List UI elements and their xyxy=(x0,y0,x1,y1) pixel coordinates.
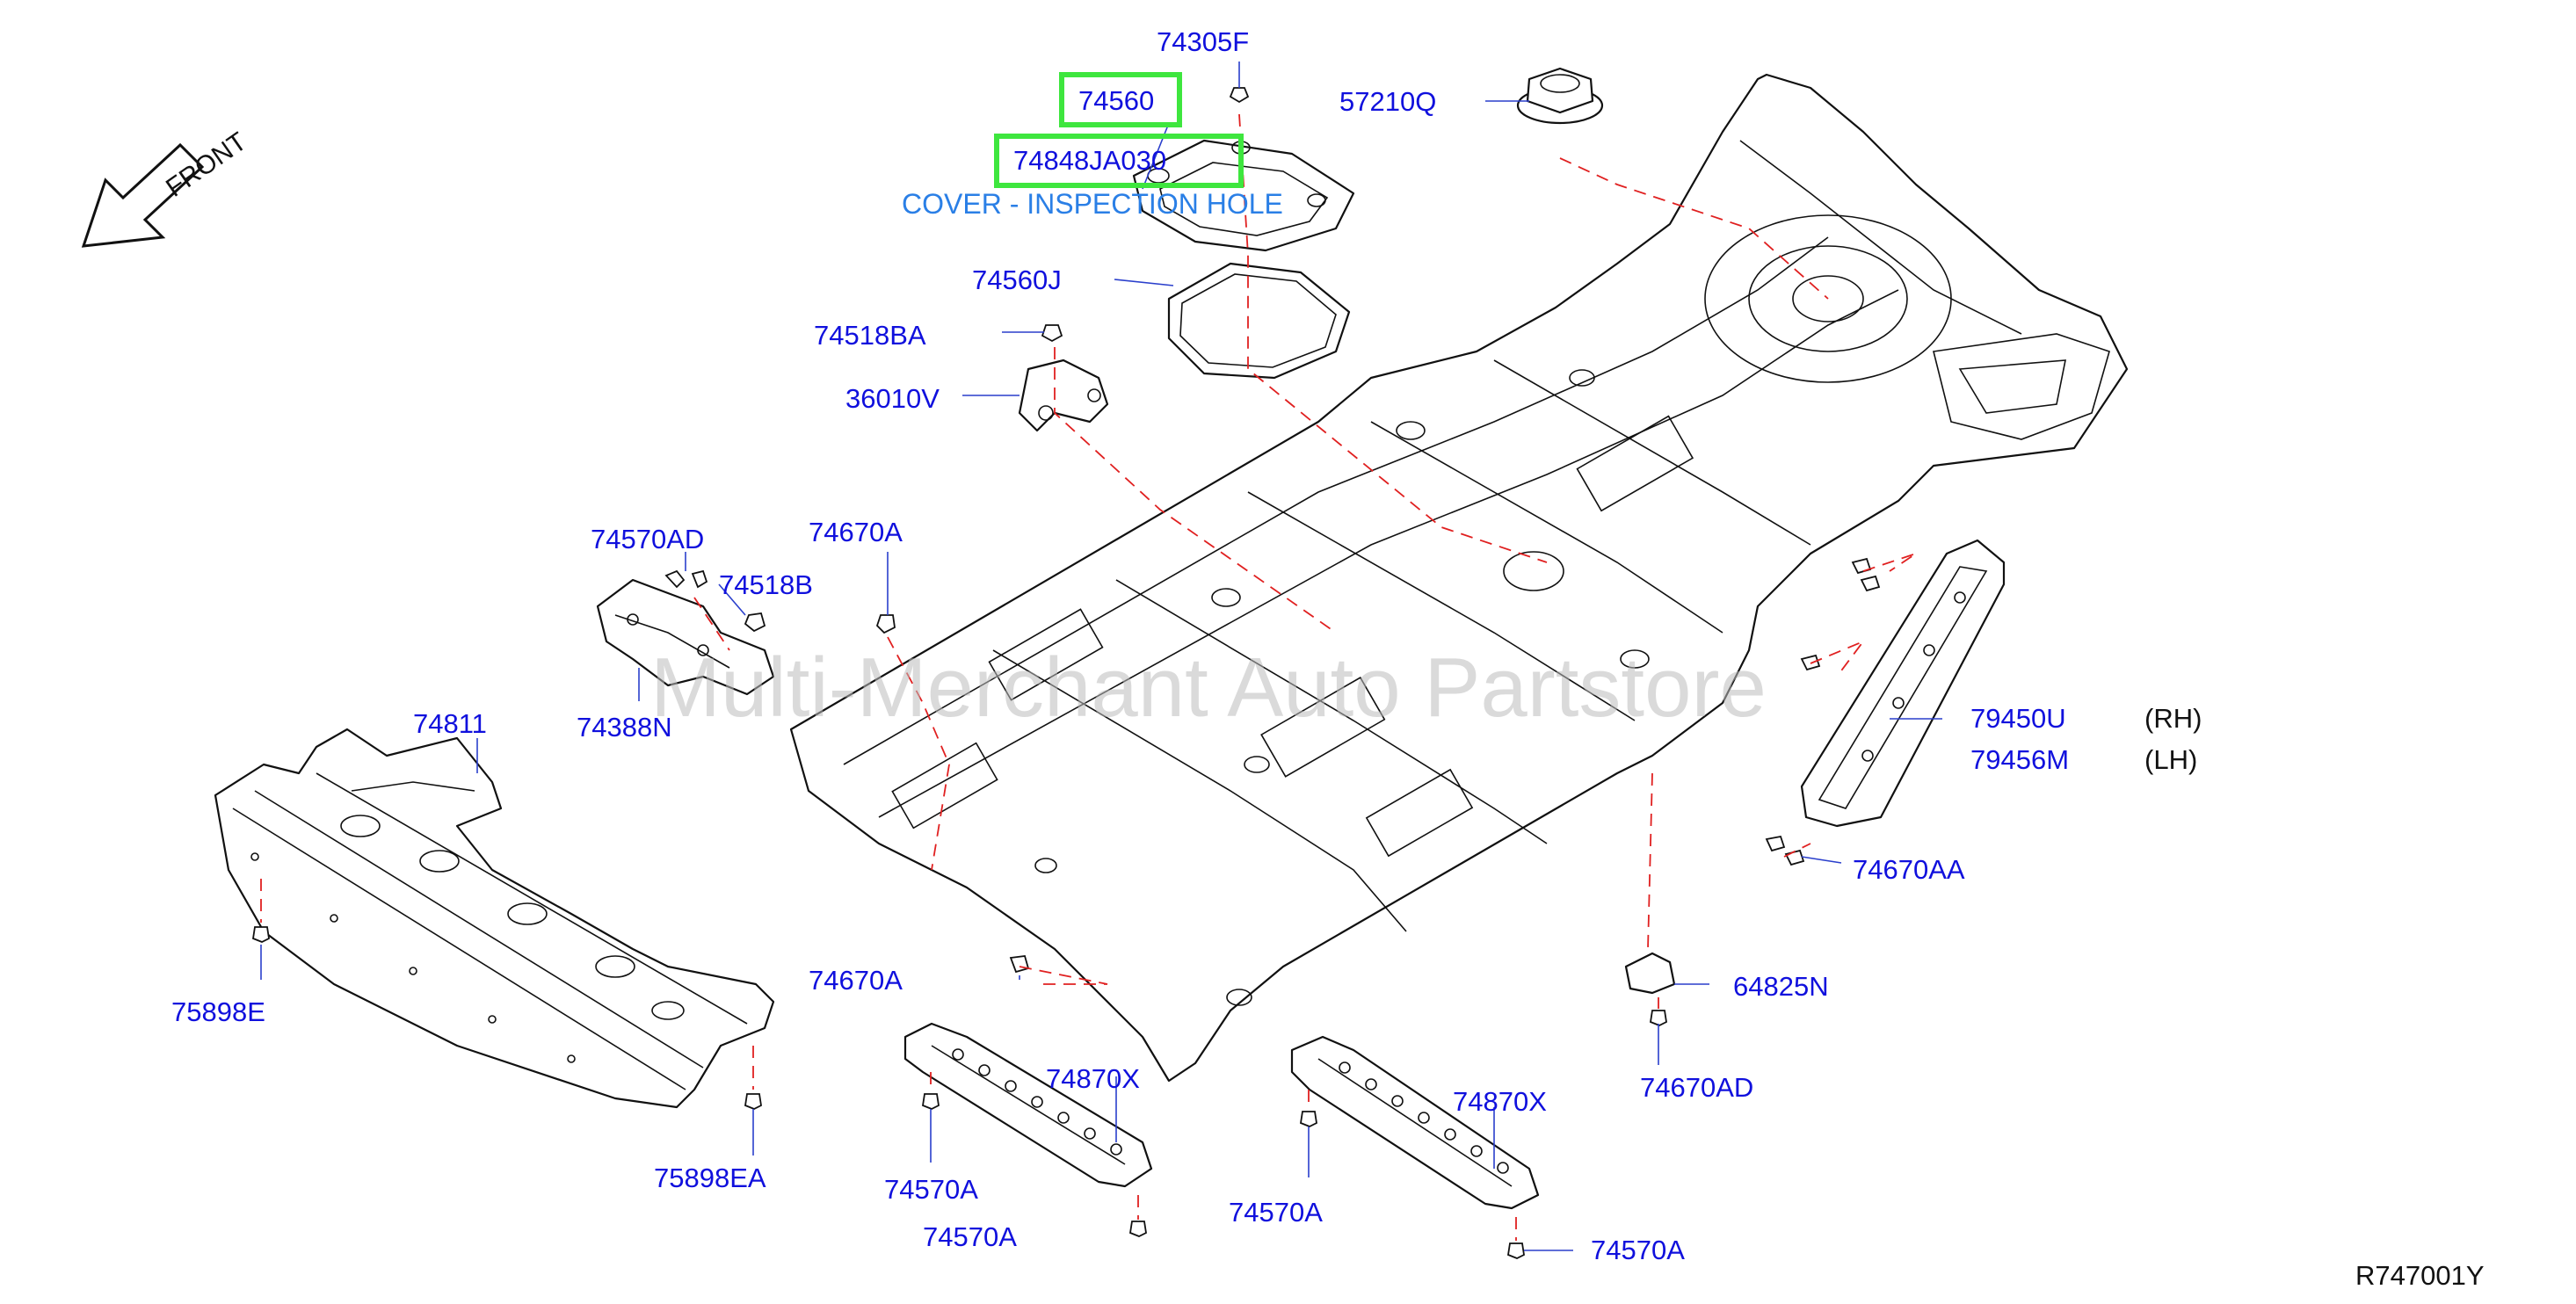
front-arrow-icon xyxy=(81,142,205,248)
label-79450U: 79450U xyxy=(1970,703,2066,734)
bracket-74388N xyxy=(596,578,775,696)
label-74570A-1: 74570A xyxy=(884,1174,978,1205)
label-74570AD: 74570AD xyxy=(591,524,704,554)
label-74388N: 74388N xyxy=(577,712,672,743)
label-57210Q: 57210Q xyxy=(1339,86,1436,117)
part-labels: 74305F 74560 74848JA030 COVER - INSPECTI… xyxy=(171,26,2202,1265)
cap-57210Q xyxy=(1516,67,1604,125)
label-74570A-4: 74570A xyxy=(1591,1235,1685,1265)
bracket-36010V xyxy=(1018,359,1109,432)
clip-64825N xyxy=(1624,952,1676,995)
crossmember-74870X-right xyxy=(1290,1035,1540,1210)
label-74570A-3: 74570A xyxy=(1229,1197,1323,1228)
label-74870X-left: 74870X xyxy=(1046,1063,1140,1094)
label-lh: (LH) xyxy=(2144,744,2197,775)
under-cover-74811 xyxy=(214,728,775,1109)
label-79456M: 79456M xyxy=(1970,744,2069,775)
reinforcement-79450U xyxy=(1800,539,2006,828)
crossmember-74870X-left xyxy=(903,1022,1153,1188)
label-74848JA030: 74848JA030 xyxy=(1013,145,1166,176)
label-74670A-mid: 74670A xyxy=(809,965,903,996)
watermark: Multi-Merchant Auto Partstore xyxy=(650,641,1767,735)
label-74560J: 74560J xyxy=(972,264,1062,295)
diagram-reference: R747001Y xyxy=(2355,1260,2485,1291)
label-cover-inspection-hole: COVER - INSPECTION HOLE xyxy=(902,188,1283,220)
label-75898E: 75898E xyxy=(171,996,265,1027)
label-rh: (RH) xyxy=(2144,703,2202,734)
label-36010V: 36010V xyxy=(845,383,940,414)
floor-pan xyxy=(789,73,2129,1083)
label-74811: 74811 xyxy=(413,708,487,739)
label-74518BA: 74518BA xyxy=(814,320,926,351)
install-leaders xyxy=(260,113,1917,1241)
label-74670AA: 74670AA xyxy=(1853,854,1965,885)
label-74870X-right: 74870X xyxy=(1453,1086,1547,1117)
gasket-74560J xyxy=(1167,262,1351,380)
label-74670AD: 74670AD xyxy=(1640,1072,1753,1103)
label-75898EA: 75898EA xyxy=(654,1163,766,1193)
label-64825N: 64825N xyxy=(1733,971,1829,1002)
label-74560: 74560 xyxy=(1078,85,1154,116)
label-74570A-2: 74570A xyxy=(923,1221,1017,1252)
label-74670A-top: 74670A xyxy=(809,517,903,547)
highlight-box-74848JA030 xyxy=(994,134,1244,188)
label-74518B: 74518B xyxy=(719,569,813,600)
label-74305F: 74305F xyxy=(1157,26,1249,57)
highlight-box-74560 xyxy=(1059,72,1182,127)
